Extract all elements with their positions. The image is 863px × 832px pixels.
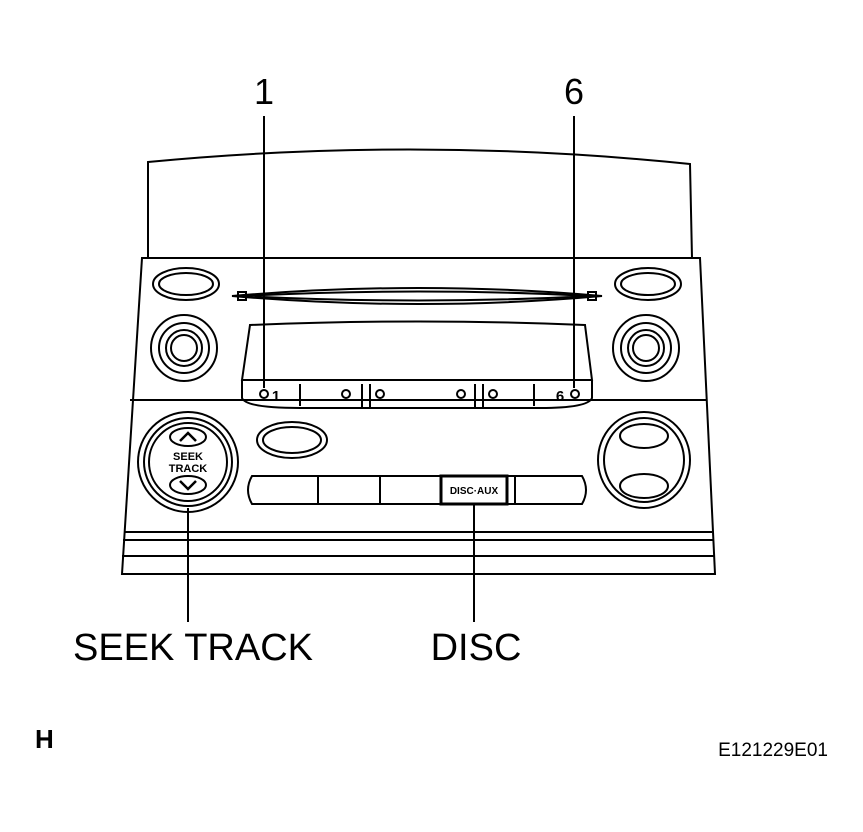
callout-preset-6: 6 — [564, 71, 584, 112]
figure-code: E121229E01 — [718, 740, 828, 761]
lower-button-bar — [247, 475, 587, 505]
top-left-button — [152, 267, 220, 301]
middle-oval-button — [256, 421, 328, 459]
right-rocker — [597, 411, 691, 509]
preset-1-led — [259, 389, 269, 399]
seek-down-button — [169, 475, 207, 495]
housing-top — [147, 148, 694, 259]
housing-body — [120, 257, 717, 575]
cd-slot — [231, 287, 603, 305]
seek-up-button — [169, 427, 207, 447]
preset-6-led — [570, 389, 580, 399]
left-knob — [150, 314, 218, 382]
callout-seek-track: SEEK TRACK — [73, 627, 313, 669]
right-knob — [612, 314, 680, 382]
disc-aux-label: DISC·AUX — [450, 486, 499, 497]
button-1-label: 1 — [272, 388, 280, 405]
callout-preset-1: 1 — [254, 71, 274, 112]
display-window — [240, 320, 594, 381]
seek-label: SEEK — [173, 451, 203, 463]
callout-disc: DISC — [431, 627, 522, 669]
view-letter: H — [35, 724, 54, 754]
button-6-label: 6 — [556, 388, 564, 405]
top-right-button — [614, 267, 682, 301]
track-label: TRACK — [169, 463, 208, 475]
